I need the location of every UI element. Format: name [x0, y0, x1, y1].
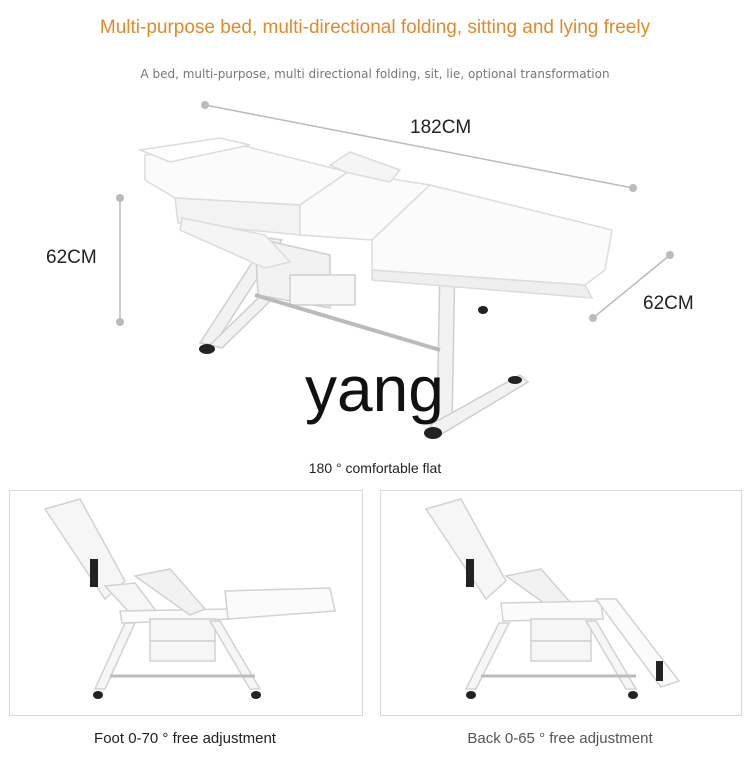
- length-dimension-line: [201, 101, 637, 192]
- length-label: 182CM: [410, 117, 472, 138]
- watermark: yang: [305, 353, 444, 425]
- back-adjust-illustration: [424, 498, 681, 699]
- width-label: 62CM: [643, 293, 694, 314]
- flat-bed-illustration: [116, 101, 674, 439]
- foot-adjust-caption: Foot 0-70 ° free adjustment: [94, 730, 276, 747]
- width-dimension-line: [589, 251, 674, 322]
- foot-adjust-panel: [9, 490, 363, 716]
- headline: Multi-purpose bed, multi-directional fol…: [99, 17, 651, 38]
- foot-adjust-illustration: [43, 498, 336, 699]
- height-label: 62CM: [46, 247, 97, 268]
- flat-caption: 180 ° comfortable flat: [308, 460, 442, 476]
- height-dimension-line: [116, 194, 124, 326]
- back-adjust-panel: [380, 490, 742, 716]
- subheadline: A bed, multi-purpose, multi directional …: [140, 67, 610, 81]
- back-adjust-caption: Back 0-65 ° free adjustment: [467, 730, 653, 747]
